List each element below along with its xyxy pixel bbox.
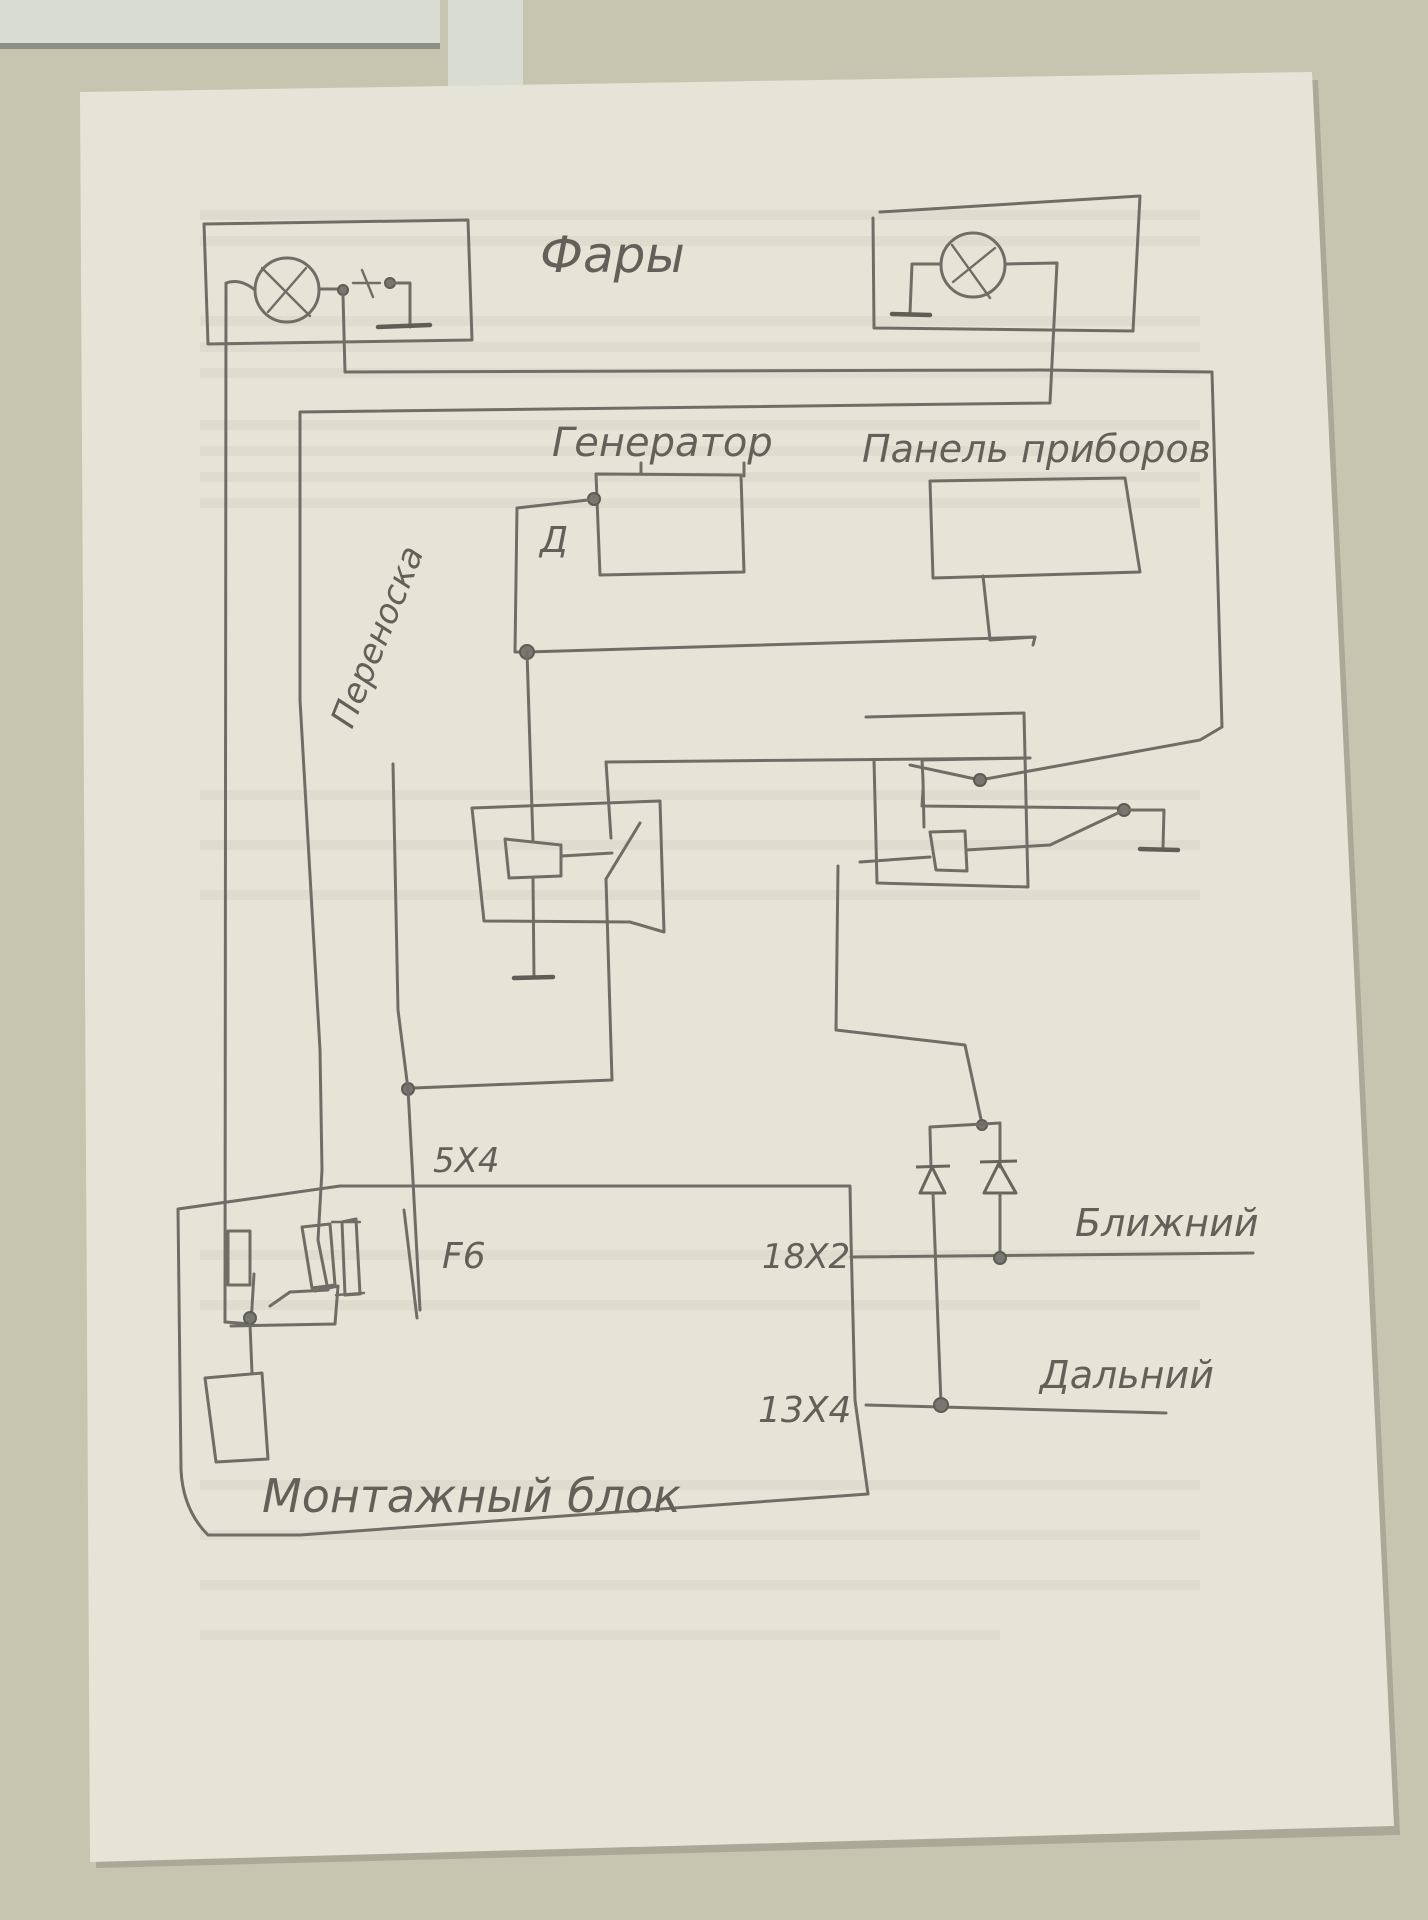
instrument-panel-label: Панель приборов (862, 427, 1211, 471)
ground-lead (393, 281, 412, 329)
fuse-box-relay (203, 1371, 270, 1464)
fuse-box-outline (176, 1184, 870, 1537)
right-relay-coil (928, 829, 969, 873)
coil-feed-wire (525, 650, 535, 844)
left-relay-coil (503, 837, 563, 880)
junction-dot (933, 1397, 949, 1413)
relay-output-wire (412, 877, 614, 1090)
diode-lead (928, 1128, 933, 1169)
fuse-2 (300, 1222, 337, 1290)
lamp-cross (950, 243, 992, 300)
left-headlight-box (202, 218, 474, 346)
packaging-strip (448, 0, 523, 95)
panel-wire (981, 574, 1037, 642)
instrument-panel-box (928, 476, 1142, 580)
right-relay (858, 711, 1181, 889)
low-beam-label: Ближний (1075, 1201, 1259, 1245)
packaging-top-left (0, 0, 440, 48)
diode-pair (915, 1121, 1018, 1406)
high-beam-label: Дальний (1038, 1353, 1214, 1397)
low-beam-line (849, 1251, 1255, 1259)
generator-label: Генератор (552, 420, 773, 466)
contact-dot (1117, 803, 1131, 817)
relay-contact-wire (604, 756, 1032, 840)
coil-return-wire (964, 810, 1122, 852)
fuse-box-label: Монтажный блок (262, 1469, 681, 1523)
headlights-label: Фары (540, 226, 685, 284)
relay-switch-blade (604, 821, 642, 881)
coil-input-wire (858, 855, 932, 864)
ground-icon (375, 322, 433, 330)
connector-5x4-label: 5X4 (433, 1141, 500, 1181)
generator-d-terminal-dot (587, 492, 601, 506)
fuse-f6-label: F6 (442, 1236, 486, 1277)
contact-dot (973, 773, 987, 787)
left-lamp-feed-wire (223, 280, 257, 1324)
high-beam-line (864, 1403, 1168, 1415)
contact-dot (337, 284, 349, 296)
lamp-cross (266, 266, 308, 314)
ground-icon (889, 311, 933, 318)
diode-feed-wire (834, 864, 984, 1126)
fuse-2-return (229, 1284, 340, 1328)
ground-icon (511, 974, 556, 981)
diode-to-high-beam (931, 1191, 943, 1406)
lamp-cross (951, 246, 997, 284)
relay-feed (920, 756, 1032, 782)
paper-sheet (80, 72, 1394, 1862)
connector-18x2-label: 18X2 (762, 1237, 850, 1277)
armature-link (560, 851, 614, 858)
connector-13x4-label: 13X4 (758, 1390, 851, 1431)
bleed-through-text (200, 210, 1200, 1640)
fuse-to-relay-lead (248, 1322, 254, 1375)
junction-dot (243, 1311, 257, 1325)
right-relay-box (864, 711, 1030, 889)
ground-lead (908, 262, 943, 315)
left-headlight (202, 218, 474, 1324)
right-headlight-box (871, 194, 1142, 333)
generator-box (594, 472, 746, 577)
coil-ground-lead (531, 876, 536, 980)
fuse-f6 (330, 1208, 419, 1320)
relay-switch-blade (908, 763, 982, 782)
lamp-switch-wire (341, 293, 1224, 782)
ground-icon (1137, 846, 1181, 853)
fuse-1 (226, 1229, 252, 1287)
switch-mark (360, 268, 375, 299)
generator-terminal-label: Д (538, 520, 568, 561)
relay-nc-contact (920, 788, 1122, 810)
junction-dot (993, 1251, 1007, 1265)
extension-wire (391, 762, 422, 1312)
left-relay-box (470, 799, 666, 934)
ground-lead (1128, 808, 1166, 849)
